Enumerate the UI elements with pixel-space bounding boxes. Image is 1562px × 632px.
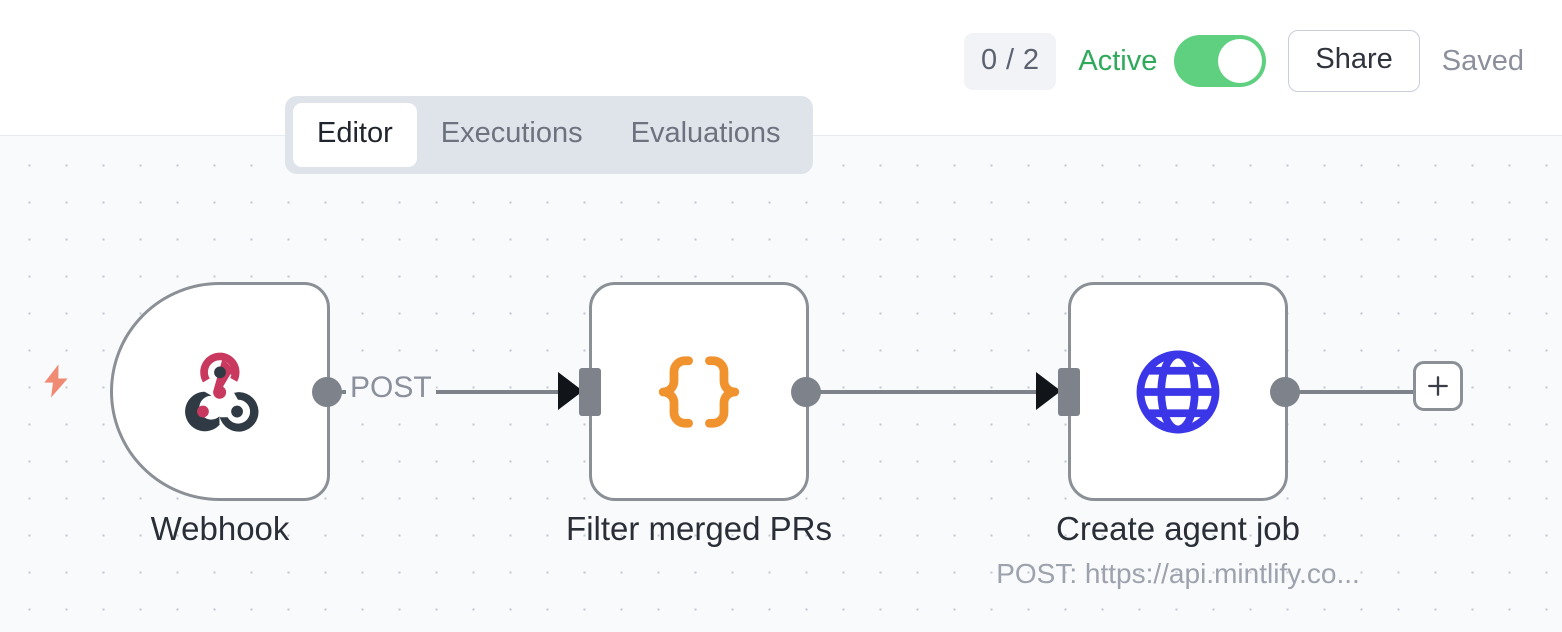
saved-status-label: Saved [1441,44,1524,77]
node-filter-merged-prs-output-handle[interactable] [791,376,821,407]
plus-icon [1424,372,1452,400]
active-status-group: Active [1078,35,1267,87]
node-create-agent-job-sublabel: POST: https://api.mintlify.co... [996,558,1360,589]
lightning-bolt-icon [36,356,76,406]
toggle-knob [1218,39,1263,83]
node-create-agent-job-input-handle[interactable] [1058,367,1080,416]
curly-braces-icon [649,342,749,442]
node-webhook[interactable]: Webhook [110,282,342,547]
edge-filter-to-create-agent-job [818,390,1040,394]
header-actions: 0 / 2 Active Share Saved [963,0,1526,122]
view-tabs: Editor Executions Evaluations [285,96,813,174]
webhook-icon [168,340,272,444]
node-create-agent-job[interactable]: Create agent job POST: https://api.mintl… [996,282,1360,589]
tab-executions[interactable]: Executions [440,117,583,149]
edge-arrowhead-filter [558,372,583,410]
node-filter-merged-prs-label: Filter merged PRs [566,510,832,547]
node-webhook-body[interactable] [110,282,342,501]
add-node-button[interactable] [1413,361,1463,411]
workflow-canvas[interactable]: Webhook POST Filter merged PRs [0,136,1562,632]
node-filter-merged-prs[interactable]: Filter merged PRs [566,282,832,547]
share-button[interactable]: Share [1288,30,1420,92]
node-filter-merged-prs-input-handle[interactable] [579,367,601,416]
edge-arrowhead-create-agent-job [1036,372,1061,410]
node-create-agent-job-output-handle[interactable] [1270,376,1300,407]
edge-label-post: POST [346,370,436,406]
node-filter-merged-prs-body[interactable] [579,282,821,501]
node-create-agent-job-label: Create agent job [1055,510,1301,547]
edge-create-agent-job-to-add [1296,390,1416,394]
node-webhook-label: Webhook [150,510,290,547]
run-count-badge: 0 / 2 [963,32,1057,90]
tab-evaluations[interactable]: Evaluations [630,117,781,149]
tab-editor[interactable]: Editor [293,103,417,167]
node-create-agent-job-body[interactable] [1058,282,1300,501]
globe-icon [1129,343,1227,441]
status-badge: Active [1078,44,1158,77]
node-webhook-output-handle[interactable] [312,376,342,407]
edge-webhook-to-filter [340,390,580,394]
active-toggle[interactable] [1174,35,1267,87]
